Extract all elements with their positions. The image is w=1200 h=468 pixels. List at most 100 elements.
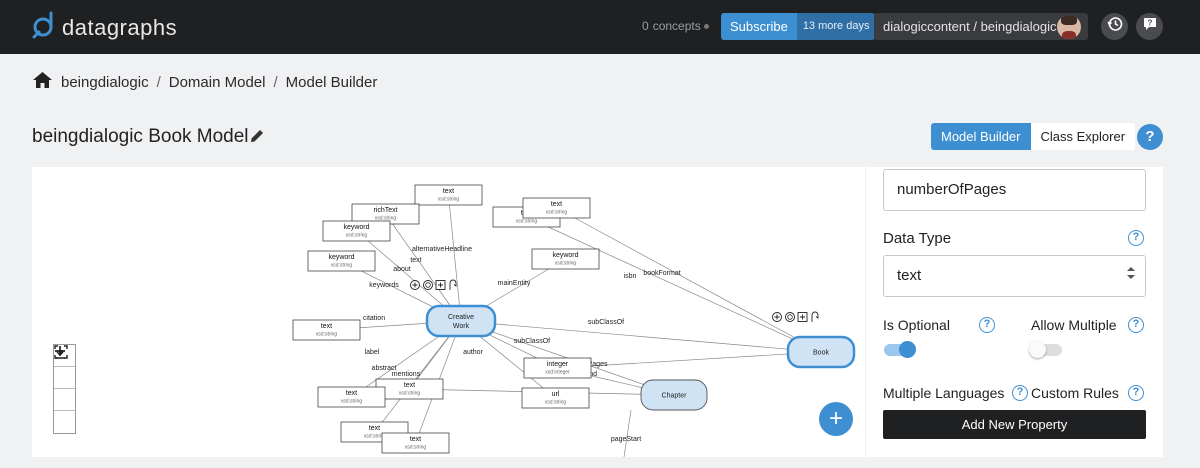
home-icon[interactable] bbox=[32, 71, 53, 93]
add-box-icon[interactable] bbox=[797, 312, 808, 322]
literal-title: keyword bbox=[343, 224, 369, 231]
data-type-help-icon[interactable]: ? bbox=[1128, 230, 1144, 246]
edge-label[interactable]: bookFormat bbox=[643, 270, 680, 277]
literal-type: xsd:string bbox=[341, 399, 363, 405]
graph-edge[interactable] bbox=[374, 320, 462, 433]
edge-label[interactable]: alternativeHeadline bbox=[412, 246, 472, 253]
multiple-languages-label: Multiple Languages bbox=[883, 385, 1005, 401]
literal-type: xsd:integer bbox=[545, 370, 570, 376]
graph-edge[interactable] bbox=[460, 320, 822, 353]
graph-edge[interactable] bbox=[556, 207, 822, 353]
edge-label[interactable]: mainEntity bbox=[498, 280, 531, 287]
graph-edge[interactable] bbox=[448, 194, 462, 322]
edge-label[interactable]: isbn bbox=[624, 273, 637, 280]
edit-pencil-icon[interactable] bbox=[249, 128, 265, 149]
literal-title: keyword bbox=[552, 252, 578, 259]
app-logo[interactable]: datagraphs bbox=[32, 11, 177, 44]
edge-label[interactable]: author bbox=[463, 349, 484, 356]
tab-class-explorer[interactable]: Class Explorer bbox=[1030, 123, 1136, 150]
help-icon[interactable]: ? bbox=[1137, 124, 1163, 150]
property-name-input[interactable]: numberOfPages bbox=[883, 169, 1146, 211]
edge-label[interactable]: text bbox=[410, 257, 421, 264]
concepts-number: 0 bbox=[642, 19, 649, 33]
custom-rules-label: Custom Rules bbox=[1031, 385, 1119, 401]
add-property-icon[interactable] bbox=[772, 312, 782, 322]
graph-edge[interactable] bbox=[526, 216, 822, 353]
literal-type: xsd:string bbox=[555, 261, 577, 267]
edge-label[interactable]: subClassOf bbox=[514, 338, 550, 345]
data-type-label: Data Type bbox=[883, 230, 952, 247]
zoom-out-button[interactable] bbox=[54, 350, 75, 389]
download-button[interactable] bbox=[54, 346, 75, 433]
breadcrumb-item-model-builder: Model Builder bbox=[285, 73, 378, 91]
allow-multiple-toggle[interactable] bbox=[1029, 341, 1062, 358]
user-avatar[interactable] bbox=[1057, 15, 1081, 39]
help-chat-button[interactable]: ? bbox=[1136, 13, 1163, 40]
literal-type: xsd:string bbox=[364, 434, 386, 440]
allow-multiple-help-icon[interactable]: ? bbox=[1128, 317, 1144, 333]
graph-edge[interactable] bbox=[623, 409, 632, 457]
literal-type: xsd:string bbox=[516, 219, 538, 225]
is-optional-label: Is Optional bbox=[883, 317, 950, 333]
edge-label[interactable]: mentions bbox=[392, 371, 421, 378]
literal-type: xsd:string bbox=[545, 400, 567, 406]
literal-title: text bbox=[346, 390, 357, 397]
fit-view-button[interactable] bbox=[54, 345, 75, 411]
add-new-property-button[interactable]: Add New Property bbox=[883, 410, 1146, 439]
graph-canvas[interactable]: alternativeHeadline text about keywords main… bbox=[32, 167, 865, 457]
history-button[interactable] bbox=[1101, 13, 1128, 40]
graph-edge[interactable] bbox=[557, 351, 822, 369]
edge-label[interactable]: pageStart bbox=[611, 436, 641, 443]
edge-label[interactable]: keywords bbox=[369, 282, 399, 289]
subscribe-button[interactable]: Subscribe bbox=[721, 13, 797, 40]
literal-title: keyword bbox=[328, 254, 354, 261]
model-graph[interactable]: alternativeHeadline text about keywords main… bbox=[32, 167, 865, 457]
node-toolbar bbox=[772, 311, 819, 322]
literal-title: text bbox=[369, 425, 380, 432]
select-arrows-icon bbox=[1127, 256, 1135, 296]
edge-label[interactable]: subClassOf bbox=[588, 319, 624, 326]
literal-node[interactable]: keyword xsd:string bbox=[531, 248, 600, 270]
edge-label[interactable]: abstract bbox=[372, 365, 397, 372]
class-label: Creative bbox=[448, 314, 474, 321]
self-link-icon[interactable] bbox=[449, 279, 457, 290]
data-type-select[interactable]: text bbox=[883, 255, 1146, 297]
is-optional-help-icon[interactable]: ? bbox=[979, 317, 995, 333]
add-class-icon[interactable] bbox=[785, 312, 795, 322]
literal-node[interactable]: integer xsd:integer bbox=[523, 357, 592, 379]
repository-selector[interactable]: dialogiccontent / beingdialogic bbox=[874, 13, 1088, 40]
breadcrumb-item-domain-model[interactable]: Domain Model bbox=[168, 73, 266, 91]
class-node-book[interactable]: Book bbox=[786, 335, 856, 369]
literal-node[interactable]: text xsd:string bbox=[317, 386, 386, 408]
literal-title: text bbox=[404, 382, 415, 389]
graph-edge[interactable] bbox=[385, 213, 462, 322]
custom-rules-help-icon[interactable]: ? bbox=[1128, 385, 1144, 401]
is-optional-toggle[interactable] bbox=[884, 341, 916, 358]
edge-label[interactable]: label bbox=[365, 349, 380, 356]
literal-title: richText bbox=[373, 207, 397, 214]
literal-title: integer bbox=[547, 361, 569, 368]
multiple-languages-help-icon[interactable]: ? bbox=[1012, 385, 1028, 401]
add-property-icon[interactable] bbox=[410, 280, 420, 290]
add-class-icon[interactable] bbox=[423, 280, 433, 290]
literal-title: text bbox=[443, 188, 454, 195]
tab-model-builder[interactable]: Model Builder bbox=[931, 123, 1031, 150]
data-type-value: text bbox=[897, 267, 922, 284]
self-link-icon[interactable] bbox=[811, 311, 819, 322]
add-box-icon[interactable] bbox=[435, 280, 446, 290]
add-class-button[interactable]: + bbox=[819, 402, 853, 436]
edge-label[interactable]: citation bbox=[363, 315, 385, 322]
breadcrumb-item-repo[interactable]: beingdialogic bbox=[61, 73, 149, 91]
class-node-chapter[interactable]: Chapter bbox=[640, 379, 708, 411]
edge-label[interactable]: about bbox=[393, 266, 411, 273]
